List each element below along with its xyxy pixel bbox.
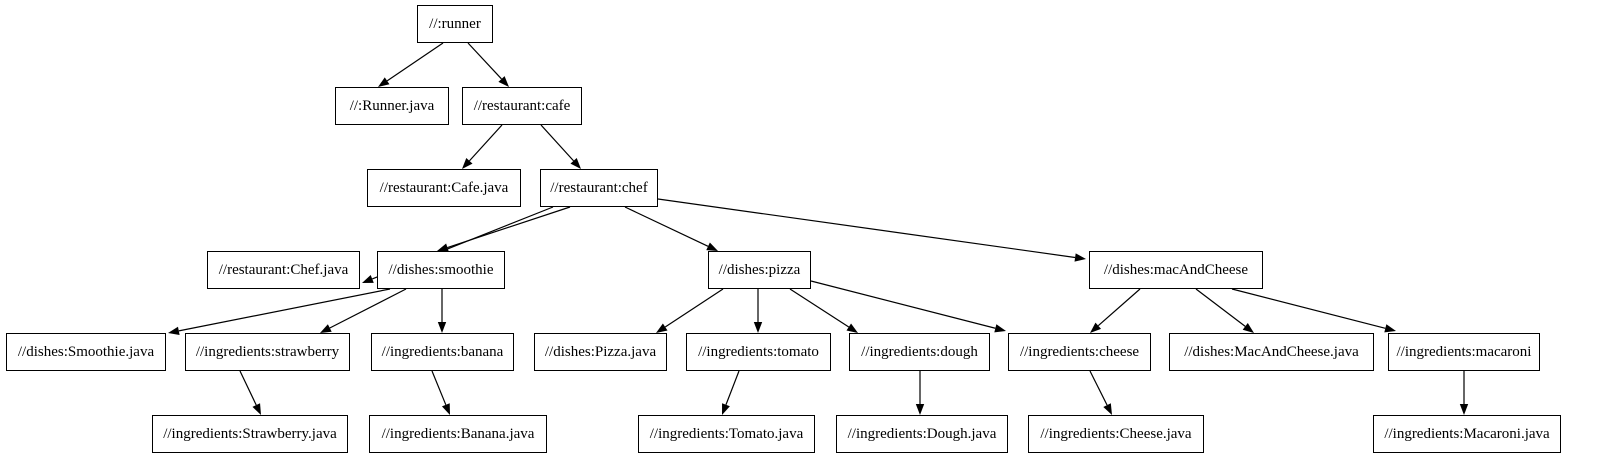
graph-edge-arrowhead [656,323,668,333]
graph-edge [1231,288,1386,329]
graph-edge-arrowhead [1242,323,1254,333]
graph-edge-arrowhead [722,403,730,415]
graph-edge-arrowhead [320,324,332,333]
graph-node-runner_java[interactable]: //:Runner.java [335,87,449,125]
graph-node-label: //dishes:smoothie [388,261,494,278]
graph-node-label: //dishes:macAndCheese [1103,261,1249,278]
graph-edge-arrowhead [462,158,473,169]
graph-node-ing_banana[interactable]: //ingredients:banana [371,333,514,371]
graph-node-ing_cheese[interactable]: //ingredients:cheese [1008,333,1151,371]
graph-node-macaroni_java[interactable]: //ingredients:Macaroni.java [1373,415,1561,453]
graph-node-dishes_pizza[interactable]: //dishes:pizza [708,251,811,289]
graph-edge [1089,370,1108,406]
graph-node-label: //restaurant:cafe [473,97,571,114]
graph-edge [1195,288,1246,327]
graph-edge-arrowhead [1459,404,1469,415]
graph-edge-arrowhead [570,158,581,169]
graph-edge [540,124,575,162]
graph-edge [386,42,444,82]
graph-node-strawberry_java[interactable]: //ingredients:Strawberry.java [152,415,348,453]
graph-node-label: //ingredients:macaroni [1396,343,1532,360]
graph-edge-arrowhead [362,275,374,283]
graph-node-runner[interactable]: //:runner [417,5,493,43]
graph-node-label: //dishes:Pizza.java [544,343,657,360]
graph-node-restaurant_cafe[interactable]: //restaurant:cafe [462,87,582,125]
graph-node-label: //ingredients:Cheese.java [1040,425,1192,442]
graph-edge [239,370,257,406]
graph-node-label: //restaurant:Cafe.java [379,179,509,196]
graph-node-label: //ingredients:cheese [1019,343,1140,360]
graph-node-label: //dishes:Smoothie.java [17,343,155,360]
graph-node-label: //dishes:MacAndCheese.java [1184,343,1359,360]
graph-node-ing_strawberry[interactable]: //ingredients:strawberry [185,333,350,371]
graph-node-label: //:Runner.java [349,97,435,114]
graph-node-ing_dough[interactable]: //ingredients:dough [849,333,990,371]
graph-edge [664,288,724,328]
graph-edge-arrowhead [378,77,390,87]
graph-edge-arrowhead [846,323,858,333]
graph-edge-arrowhead [252,403,261,415]
graph-node-restaurant_chef[interactable]: //restaurant:chef [540,169,658,207]
graph-edge [467,42,502,80]
graph-node-pizza_java[interactable]: //dishes:Pizza.java [534,333,667,371]
graph-edge-arrowhead [994,324,1006,333]
graph-edge [178,288,391,332]
graph-edge [789,288,850,328]
graph-node-mac_java[interactable]: //dishes:MacAndCheese.java [1169,333,1374,371]
graph-node-cafe_java[interactable]: //restaurant:Cafe.java [367,169,521,207]
graph-node-label: //ingredients:strawberry [195,343,340,360]
graph-edge-arrowhead [1090,322,1102,333]
graph-node-dishes_smoothie[interactable]: //dishes:smoothie [377,251,505,289]
graph-node-label: //ingredients:dough [861,343,978,360]
graph-node-banana_java[interactable]: //ingredients:Banana.java [369,415,547,453]
graph-node-dough_java[interactable]: //ingredients:Dough.java [836,415,1008,453]
graph-node-label: //:runner [429,15,481,32]
graph-edge-arrowhead [1074,253,1086,262]
graph-edge-arrowhead [498,76,509,87]
graph-node-smoothie_java[interactable]: //dishes:Smoothie.java [6,333,166,371]
graph-edge [1097,288,1141,327]
graph-edge-arrowhead [1103,403,1112,415]
graph-edge-arrowhead [1384,324,1396,333]
graph-node-label: //dishes:pizza [718,261,801,278]
graph-edge-arrowhead [706,242,718,251]
graph-node-chef_java[interactable]: //restaurant:Chef.java [207,251,360,289]
graph-node-label: //ingredients:Banana.java [381,425,535,442]
graph-node-label: //ingredients:tomato [698,343,819,360]
graph-edge [657,198,1076,259]
graph-node-tomato_java[interactable]: //ingredients:Tomato.java [638,415,815,453]
graph-edge-arrowhead [437,322,447,333]
graph-node-cheese_java[interactable]: //ingredients:Cheese.java [1028,415,1204,453]
graph-node-label: //ingredients:Dough.java [847,425,997,442]
graph-edge [624,206,709,247]
graph-edge [431,370,447,406]
graph-edge-arrowhead [437,243,449,252]
graph-edge-arrowhead [915,404,925,415]
graph-edge [725,370,740,405]
graph-node-label: //restaurant:Chef.java [218,261,349,278]
graph-node-label: //ingredients:banana [381,343,504,360]
graph-edge-arrowhead [168,326,180,335]
graph-edge [329,288,407,329]
graph-node-dishes_mac[interactable]: //dishes:macAndCheese [1089,251,1263,289]
graph-node-label: //ingredients:Macaroni.java [1384,425,1550,442]
graph-edge-arrowhead [753,322,763,333]
graph-edge-arrowhead [441,403,450,415]
graph-node-ing_tomato[interactable]: //ingredients:tomato [686,333,831,371]
graph-node-label: //ingredients:Strawberry.java [163,425,337,442]
graph-edge [447,206,571,249]
graph-node-label: //restaurant:chef [550,179,648,196]
graph-edge [468,124,503,162]
graph-node-label: //ingredients:Tomato.java [649,425,804,442]
graph-edge [810,280,996,329]
graph-node-ing_macaroni[interactable]: //ingredients:macaroni [1388,333,1540,371]
